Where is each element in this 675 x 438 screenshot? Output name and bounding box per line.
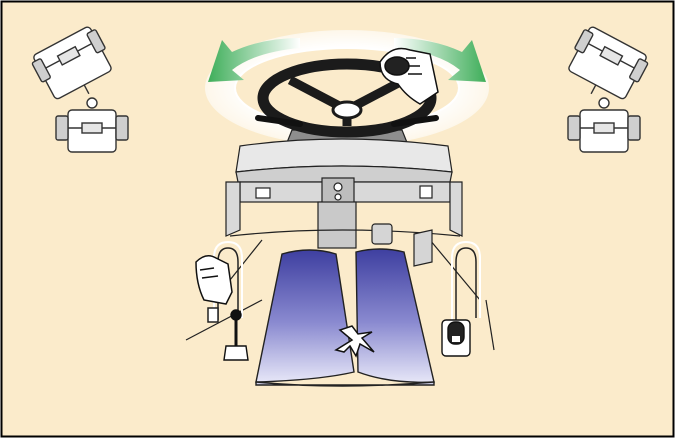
hand-icon	[379, 47, 439, 105]
joystick-icon	[441, 319, 471, 357]
operator-seat	[255, 248, 435, 387]
rotate-left-arrow-icon	[208, 38, 300, 82]
right-armrest	[451, 240, 481, 320]
left-hand-icon	[195, 255, 233, 305]
articulated-machine-left-icon	[31, 26, 129, 153]
articulated-machine-right-icon	[567, 26, 649, 153]
rotate-right-arrow-icon	[394, 38, 486, 82]
steering-wheel-icon	[255, 58, 439, 138]
left-armrest	[207, 240, 243, 323]
lever-icon	[223, 309, 249, 361]
seat-belt-icon	[334, 325, 375, 358]
